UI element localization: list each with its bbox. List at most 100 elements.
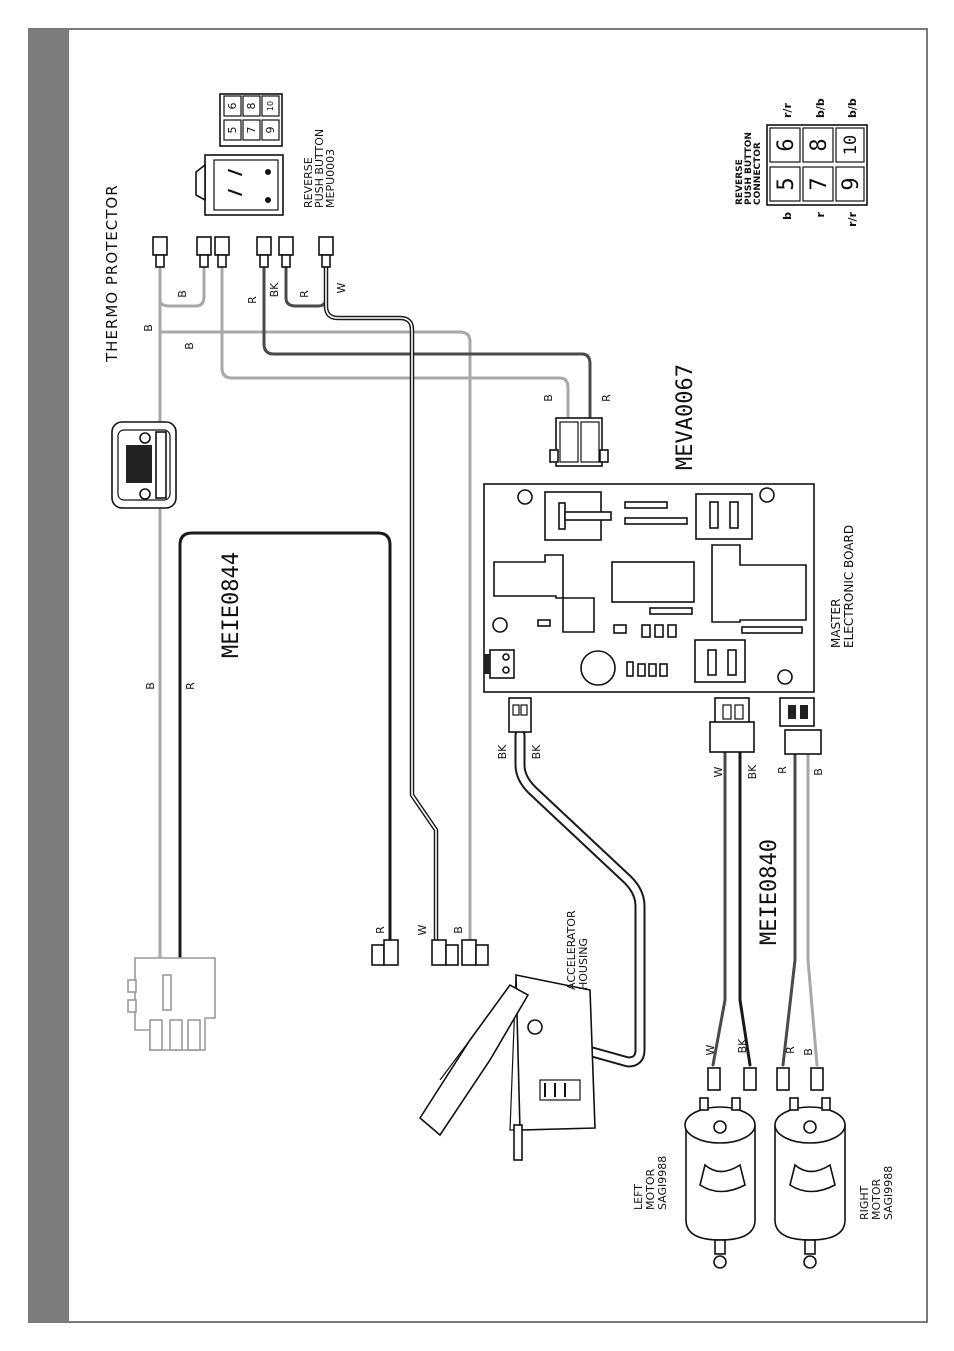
svg-text:PUSH BUTTON: PUSH BUTTON [313, 129, 326, 208]
accelerator-housing [418, 974, 596, 1161]
code-B-5: B [144, 682, 157, 690]
wire-W-core [325, 261, 437, 946]
master-electronic-board [483, 483, 815, 693]
code-B-3: B [183, 342, 196, 350]
code-B-2: B [176, 290, 189, 298]
connector-pin-8: 8 [807, 138, 832, 151]
svg-text:MASTER: MASTER [829, 599, 843, 648]
code-BK-5: BK [736, 1038, 749, 1054]
code-B-6: B [812, 768, 825, 776]
wire-meie0844-R [178, 531, 392, 959]
code-B-7: B [452, 926, 465, 934]
terminal-1 [152, 236, 168, 268]
meva0067-label: MEVA0067 [673, 364, 698, 470]
button-pin-5: 5 [226, 127, 239, 134]
conn-bottom-3: r/r [846, 211, 859, 226]
wire-thermo-loop-B [158, 260, 206, 308]
battery-connector [127, 957, 216, 1051]
code-BK-4: BK [746, 764, 759, 780]
svg-text:ELECTRONIC BOARD: ELECTRONIC BOARD [842, 525, 856, 648]
code-W-4: W [704, 1044, 717, 1055]
code-R-3: R [600, 394, 613, 402]
conn-bottom-2: r [814, 211, 827, 217]
code-R-4: R [184, 682, 197, 690]
conn-top-2: b/b [814, 98, 827, 118]
wire-code-labels: B B B R BK R W B R B R BK BK W BK R B R … [142, 282, 825, 1056]
wire-motor-left-W [711, 750, 727, 1067]
code-W-2: W [712, 766, 725, 777]
thermo-protector-label: THERMO PROTECTOR [103, 184, 121, 363]
code-R-1: R [246, 296, 259, 304]
thermo-protector [111, 421, 177, 509]
meie0844-label: MEIE0844 [219, 552, 244, 658]
board-connector-left-motor [709, 697, 755, 753]
svg-text:MOTOR: MOTOR [870, 1178, 883, 1220]
svg-text:SAGI9988: SAGI9988 [656, 1156, 669, 1210]
wire-W [323, 259, 439, 948]
connector-pin-6: 6 [774, 138, 799, 151]
svg-text:PUSH BUTTON: PUSH BUTTON [744, 132, 754, 205]
wire-B-long-gray [158, 330, 472, 947]
connector-title: REVERSE PUSH BUTTON CONNECTOR [735, 132, 763, 205]
board-connector-right-motor [779, 697, 822, 755]
loose-connector-B [461, 939, 489, 966]
connector-pin-grid: 6 8 10 5 7 9 [766, 124, 868, 206]
code-W-1: W [335, 282, 348, 293]
accelerator-label: ACCELERATOR HOUSING [565, 910, 590, 990]
left-motor-label: LEFT MOTOR SAGI9988 [632, 1156, 669, 1210]
left-motor [684, 1097, 756, 1269]
conn-top-3: b/b [846, 98, 859, 118]
svg-text:REVERSE: REVERSE [735, 159, 745, 205]
svg-text:CONNECTOR: CONNECTOR [753, 142, 763, 205]
svg-text:RIGHT: RIGHT [858, 1185, 871, 1220]
svg-text:MOTOR: MOTOR [644, 1168, 657, 1210]
wire-motor-right-R [781, 750, 797, 1067]
wire-R-to-meva [262, 260, 592, 422]
conn-bottom-1: b [781, 212, 794, 220]
button-pin-9: 9 [264, 127, 277, 134]
svg-text:REVERSE: REVERSE [302, 157, 315, 208]
conn-top-1: r/r [781, 103, 794, 118]
terminal-3 [214, 236, 230, 268]
button-pin-7: 7 [245, 127, 258, 134]
page-sidebar-band [30, 30, 69, 1321]
right-motor [774, 1097, 846, 1269]
wire-BK-R-loop [284, 260, 328, 308]
meva0067-connector [549, 417, 609, 467]
reverse-push-button [195, 154, 284, 216]
code-BK-3: BK [530, 744, 543, 760]
code-R-2: R [298, 290, 311, 298]
svg-text:HOUSING: HOUSING [577, 938, 590, 990]
code-B-4: B [542, 394, 555, 402]
wire-motor-left-BK [738, 750, 752, 1067]
connector-pin-5: 5 [774, 177, 799, 190]
terminal-4 [256, 236, 272, 268]
wire-motor-right-B [806, 750, 819, 1067]
svg-text:SAGI9988: SAGI9988 [882, 1166, 895, 1220]
code-R-6: R [374, 926, 387, 934]
motor-spade-connectors [707, 1067, 824, 1091]
master-board-label: MASTER ELECTRONIC BOARD [829, 525, 856, 648]
terminal-2 [196, 236, 212, 268]
code-BK-1: BK [268, 282, 281, 298]
button-pin-10: 10 [266, 101, 275, 111]
loose-connector-W [431, 939, 459, 966]
connector-side-labels: r/r b/b b/b b r r/r [781, 98, 859, 227]
svg-text:ACCELERATOR: ACCELERATOR [565, 910, 578, 990]
code-BK-2: BK [496, 744, 509, 760]
meie0840-label: MEIE0840 [757, 839, 782, 945]
reverse-button-label: REVERSE PUSH BUTTON MEPU0003 [302, 129, 337, 208]
terminal-6 [318, 236, 334, 268]
svg-text:MEPU0003: MEPU0003 [324, 149, 337, 208]
spade-terminals [152, 236, 334, 268]
connector-pin-10: 10 [841, 135, 861, 155]
loose-connector-R [371, 939, 399, 966]
code-B-8: B [802, 1048, 815, 1056]
right-motor-label: RIGHT MOTOR SAGI9988 [858, 1166, 895, 1220]
button-pin-6: 6 [226, 103, 239, 110]
connector-pin-9: 9 [839, 177, 864, 190]
wire-B-to-meva [220, 260, 570, 422]
code-B-1: B [142, 324, 155, 332]
code-R-5: R [776, 766, 789, 774]
